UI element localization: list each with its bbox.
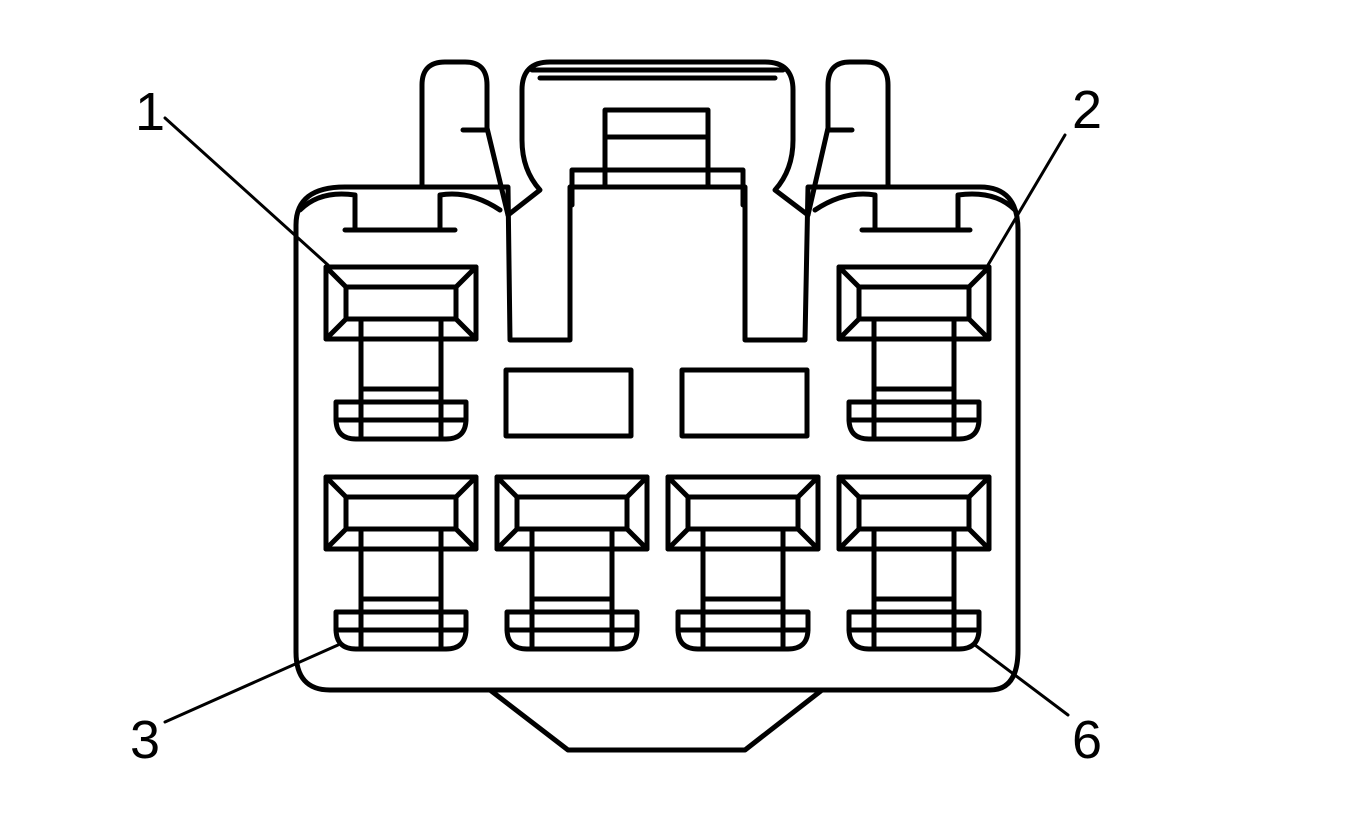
leader-line-3	[163, 643, 340, 724]
terminal-pin-1	[326, 267, 476, 439]
left-latch	[419, 59, 511, 218]
leader-line-2	[986, 133, 1067, 267]
empty-cavity-left	[503, 367, 634, 439]
pin-label-3: 3	[130, 710, 160, 770]
terminal-pin-3	[326, 477, 476, 649]
terminal-pin-2	[839, 267, 989, 439]
lock-step	[569, 167, 746, 208]
terminal-pin-5	[668, 477, 818, 649]
pin-label-6: 6	[1072, 710, 1102, 770]
terminal-pin-4	[497, 477, 647, 649]
empty-cavity-right	[679, 367, 810, 439]
bottom-key	[487, 687, 825, 753]
lock-window	[602, 107, 711, 190]
terminal-pin-6	[839, 477, 989, 649]
pin-label-2: 2	[1072, 80, 1102, 140]
center-lock-lever	[505, 59, 811, 218]
housing-outline	[293, 184, 1021, 693]
pin-label-1: 1	[135, 82, 165, 142]
leader-line-6	[973, 643, 1070, 717]
right-latch	[805, 59, 891, 218]
leader-line-1	[163, 116, 330, 267]
right-guide	[812, 191, 1018, 233]
left-guide	[297, 191, 503, 233]
